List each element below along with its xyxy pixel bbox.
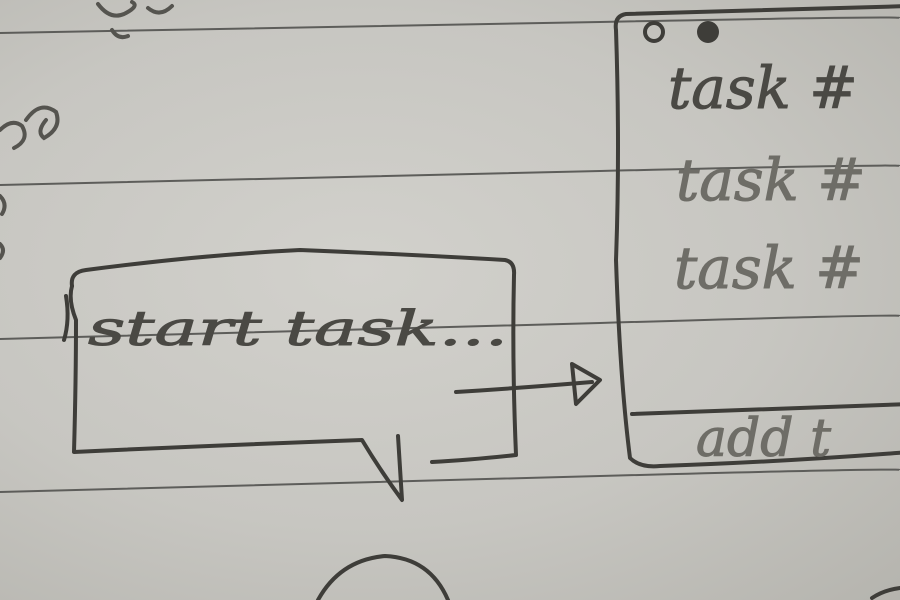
- edge-scribbles: [0, 0, 174, 260]
- bubble-label: start task...: [88, 301, 508, 357]
- arrow-right-icon: [454, 362, 602, 406]
- ruled-line: [0, 16, 900, 34]
- window-controls: [643, 21, 719, 43]
- task-list: task # task # task #: [668, 54, 867, 303]
- task-item: task #: [676, 146, 866, 214]
- ruled-line: [0, 314, 900, 340]
- add-task-button[interactable]: add t: [696, 409, 832, 470]
- filled-dot-icon: [697, 21, 719, 43]
- task-item: task #: [674, 234, 864, 302]
- app-window: [613, 4, 900, 469]
- speech-bubble: [62, 248, 518, 502]
- ruled-line: [0, 468, 900, 493]
- task-item: task #: [668, 54, 858, 122]
- ruled-lines: [0, 16, 900, 493]
- hollow-dot-icon: [643, 21, 665, 43]
- partial-circle-sketch: [316, 553, 900, 600]
- ruled-line: [0, 164, 900, 186]
